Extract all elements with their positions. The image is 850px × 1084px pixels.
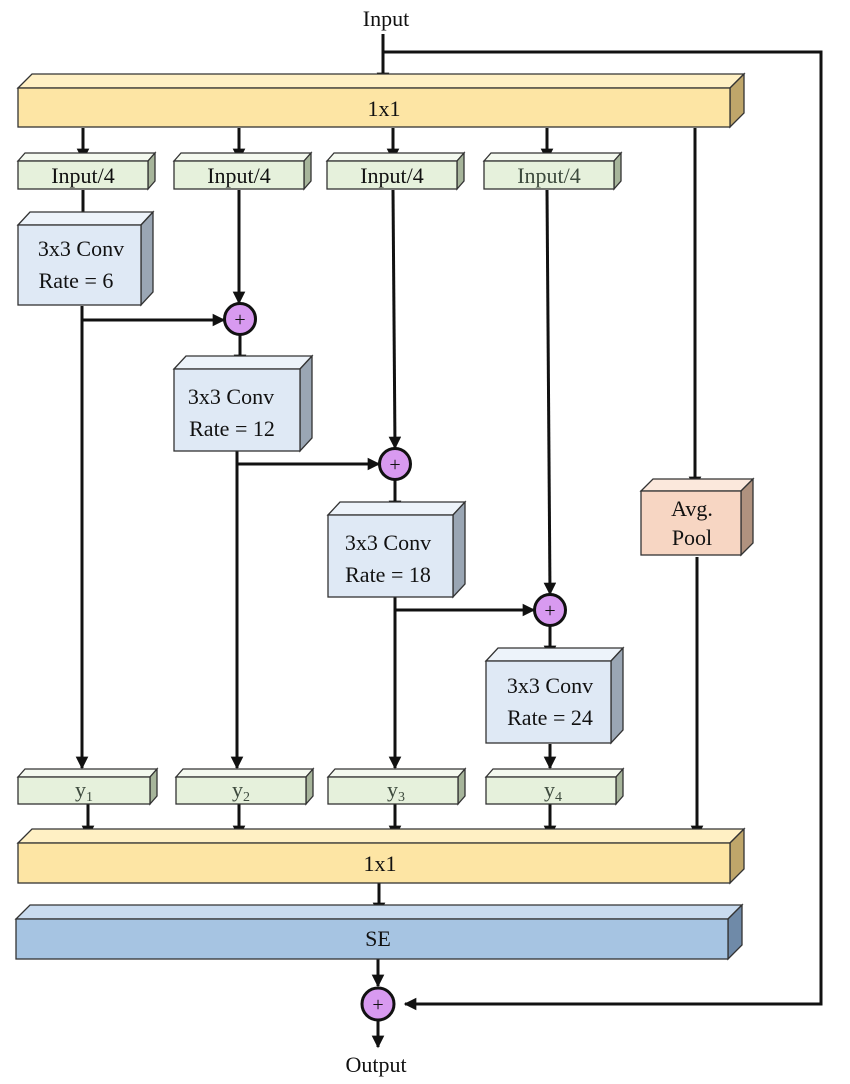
conv-rate-6: 3x3 Conv Rate = 6 xyxy=(16,210,155,307)
plus-node-2: + xyxy=(378,447,412,481)
split-box-3: Input/4 xyxy=(325,151,466,191)
conv-rate-24: 3x3 Conv Rate = 24 xyxy=(484,646,625,745)
input-label: Input xyxy=(363,6,409,31)
se-label: SE xyxy=(365,926,391,951)
conv-rate-6-line2: Rate = 6 xyxy=(39,268,114,293)
output-box-y3: y3 xyxy=(326,767,467,806)
output-box-y1: y1 xyxy=(16,767,159,806)
output-label-y3: y3 xyxy=(387,777,405,805)
split-box-4: Input/4 xyxy=(482,151,623,191)
bottom-conv-1x1: 1x1 xyxy=(16,827,746,885)
conv-rate-18-line2: Rate = 18 xyxy=(345,562,431,587)
split-label-1: Input/4 xyxy=(51,163,115,188)
output-box-y2: y2 xyxy=(174,767,315,806)
bottom-conv-label: 1x1 xyxy=(364,851,397,876)
avg-pool: Avg. Pool xyxy=(639,477,755,557)
plus-symbol-final: + xyxy=(372,994,383,1016)
se-block: SE xyxy=(14,903,744,961)
top-conv-1x1: 1x1 xyxy=(16,72,746,129)
split-label-2: Input/4 xyxy=(207,163,271,188)
conv-rate-24-line2: Rate = 24 xyxy=(507,705,593,730)
output-label-y1: y1 xyxy=(75,777,93,805)
split-label-3: Input/4 xyxy=(360,163,424,188)
conv-rate-12: 3x3 Conv Rate = 12 xyxy=(172,354,314,453)
conv-rate-18: 3x3 Conv Rate = 18 xyxy=(326,500,467,599)
plus-node-final: + xyxy=(360,986,396,1022)
plus-node-1: + xyxy=(223,302,257,336)
split-label-4: Input/4 xyxy=(517,163,581,188)
output-box-y4: y4 xyxy=(484,767,625,806)
avg-pool-line1: Avg. xyxy=(671,496,713,521)
top-conv-label: 1x1 xyxy=(368,96,401,121)
plus-symbol-1: + xyxy=(234,309,245,331)
conv-rate-24-line1: 3x3 Conv xyxy=(507,673,593,698)
split-box-2: Input/4 xyxy=(172,151,313,191)
conv-rate-6-line1: 3x3 Conv xyxy=(38,236,124,261)
conv-rate-12-line1: 3x3 Conv xyxy=(188,384,274,409)
conv-rate-12-line2: Rate = 12 xyxy=(189,416,275,441)
avg-pool-line2: Pool xyxy=(672,525,712,550)
plus-node-3: + xyxy=(533,593,567,627)
output-label-y2: y2 xyxy=(232,777,250,805)
plus-symbol-2: + xyxy=(389,454,400,476)
conv-rate-18-line1: 3x3 Conv xyxy=(345,530,431,555)
output-label-y4: y4 xyxy=(544,777,562,805)
split-box-1: Input/4 xyxy=(16,151,157,191)
plus-symbol-3: + xyxy=(544,600,555,622)
output-label: Output xyxy=(345,1052,406,1077)
